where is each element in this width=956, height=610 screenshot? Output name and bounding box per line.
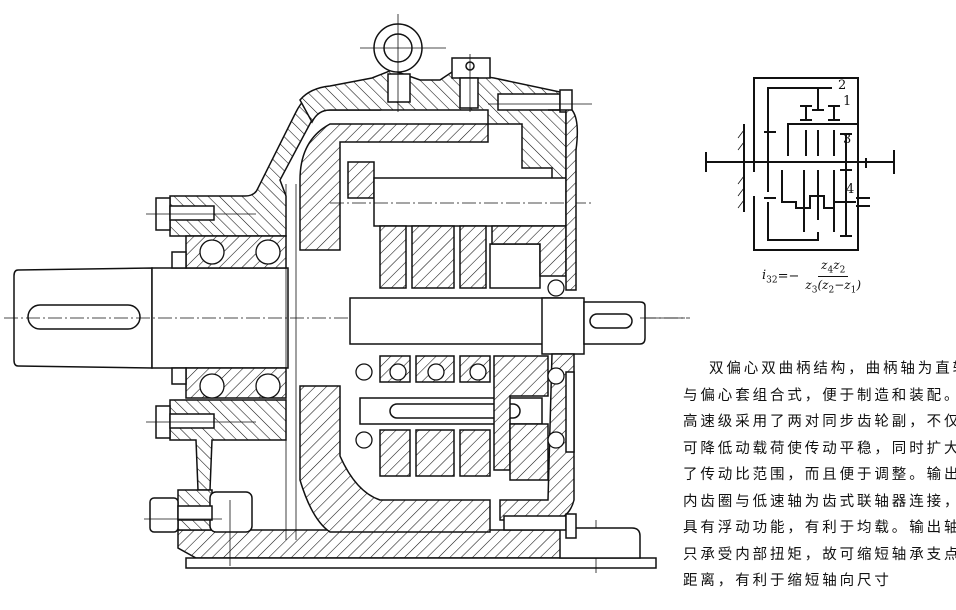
description-text: 双偏心双曲柄结构，曲柄轴为直轴 与偏心套组合式，便于制造和装配。 高速级采用了两… [683,356,956,595]
schematic-frame [705,77,895,251]
formula-equals: =− [777,269,800,285]
description-line: 可降低动载荷使传动平稳，同时扩大 [683,440,956,457]
formula-numerator: z4z2 [818,258,849,278]
formula-lhs: i32 [762,268,778,286]
carrier [764,123,858,199]
planet-gears-1 [800,105,840,121]
gear-3-and-4 [840,133,870,237]
description-line: 与偏心套组合式，便于制造和装配。 [683,387,956,404]
description-line: 内齿圈与低速轴为齿式联轴器连接， [683,493,956,510]
formula-denominator: z3(z2−z1) [805,278,862,296]
eccentric-output [767,170,856,241]
lower-gear-assembly [299,355,549,533]
ground-hatch [737,124,745,212]
description-line: 了传动比范围，而且便于调整。输出 [683,467,956,483]
schematic-label-4: 4 [846,182,855,197]
transmission-ratio-formula: i32 =− z4z2 z3(z2−z1) [762,258,864,296]
central-shaft [349,297,685,355]
left-bearing-housing-upper [155,87,381,269]
description-line: 具有浮动功能，有利于均载。输出轴 [683,520,956,536]
input-shaft [4,267,690,369]
description-line: 双偏心双曲柄结构，曲柄轴为直轴 [709,361,956,377]
schematic-label-2: 2 [838,78,847,93]
description-line: 只承受内部扭矩，故可缩短轴承支点 [683,546,956,563]
gear-ring-2 [767,87,832,192]
main-housing-top [299,23,573,241]
description-line: 距离，有利于缩短轴向尺寸 [683,573,892,589]
schematic-label-3: 3 [843,132,852,147]
schematic-label-1: 1 [843,94,852,109]
kinematic-schematic [705,77,895,251]
left-bearing-housing-lower [149,367,287,533]
formula-fraction: z4z2 z3(z2−z1) [802,258,864,296]
inner-carrier-upper [299,123,592,297]
right-housing [499,109,579,539]
description-line: 高速级采用了两对同步齿轮副，不仅 [683,414,956,430]
base-plate [177,520,657,573]
center-lines [144,14,592,566]
